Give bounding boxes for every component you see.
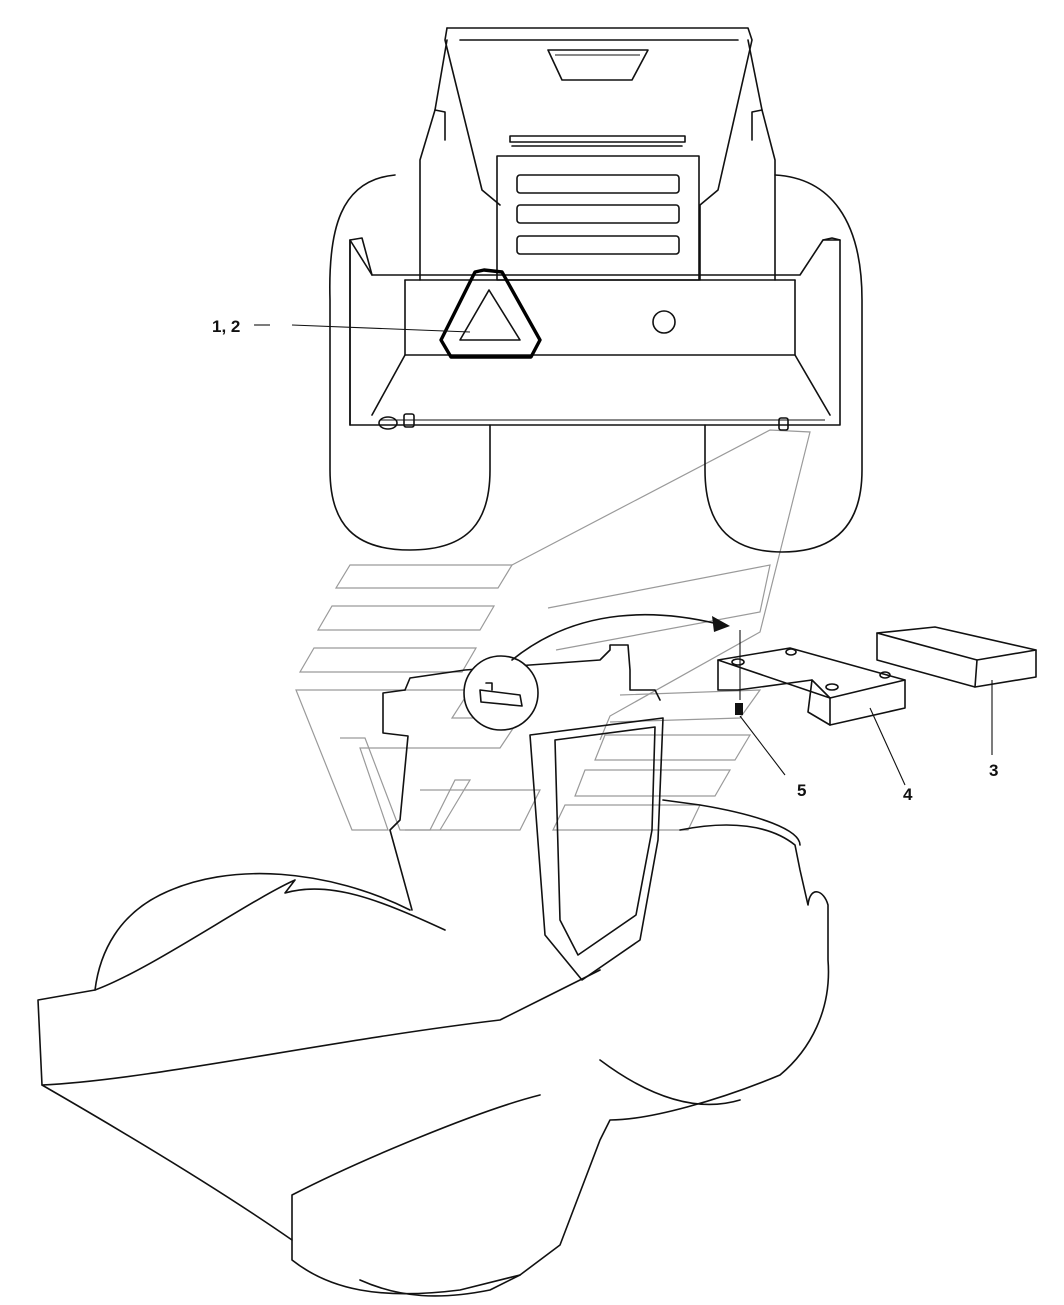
part-5-screw <box>735 630 786 776</box>
machine-front-view <box>328 27 863 553</box>
callout-5: 5 <box>797 781 806 800</box>
leader-1-2 <box>291 324 471 333</box>
machine-side-view <box>37 613 830 1297</box>
callout-3: 3 <box>989 761 998 780</box>
callout-4: 4 <box>903 785 913 804</box>
part-3-block <box>876 626 1037 755</box>
callout-1-2: 1, 2 <box>212 317 240 336</box>
part-4-bracket <box>717 647 906 786</box>
watermark-logo <box>295 429 811 831</box>
